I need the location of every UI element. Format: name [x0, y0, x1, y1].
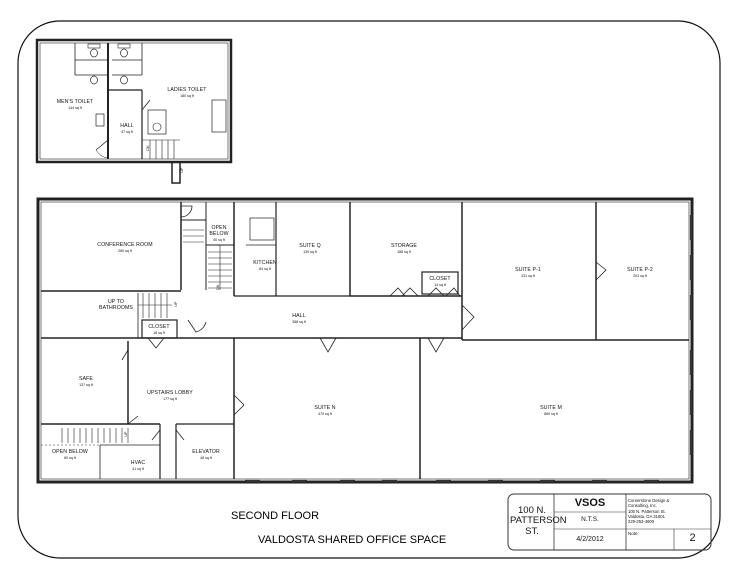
stair-mark: UP [179, 167, 184, 173]
room-name: UPSTAIRS LOBBY [147, 390, 193, 396]
tb-scale: N.T.S. [581, 516, 599, 523]
room-area: 41 sq ft [132, 466, 144, 471]
tb-note-label: Note: [628, 531, 639, 536]
stair-mark: DN [145, 145, 150, 151]
room-name: CLOSET [148, 324, 170, 330]
room-area: 177 sq ft [163, 396, 177, 401]
room-area: 18 sq ft [153, 330, 165, 335]
room-name: SUITE N [314, 405, 336, 411]
room-name: STORAGE [391, 243, 417, 249]
restroom-block [35, 38, 233, 184]
room-area: 180 sq ft [180, 93, 194, 98]
room-upstairs-lobby: UPSTAIRS LOBBY 177 sq ft [140, 390, 200, 401]
room-area: 139 sq ft [303, 249, 317, 254]
door-swings [121, 205, 607, 441]
room-hvac: HVAC 41 sq ft [123, 460, 153, 471]
room-elevator: ELEVATOR 48 sq ft [184, 449, 228, 460]
drawing-title: SECOND FLOOR [231, 510, 320, 522]
room-name: OPEN BELOW [52, 449, 88, 455]
tb-firm-line: Consulting, Inc. [628, 503, 657, 509]
room-ladies-toilet: LADIES TOILET 180 sq ft [160, 87, 214, 98]
tb-code: VSOS [574, 497, 606, 509]
tb-date: 4/2/2012 [576, 536, 604, 543]
room-name: SAFE [79, 376, 93, 382]
room-area: 331 sq ft [521, 273, 535, 278]
room-name: HVAC [130, 460, 146, 466]
room-area: 880 sq ft [544, 411, 558, 416]
room-conference: CONFERENCE ROOM 280 sq ft [90, 242, 160, 253]
room-suite-p1: SUITE P-1 331 sq ft [508, 267, 548, 278]
room-up-to-bathrooms: UP TO BATHROOMS [95, 299, 137, 312]
sheet-border [17, 20, 721, 559]
room-area: 40 sq ft [213, 237, 225, 242]
room-area: 388 sq ft [292, 319, 306, 324]
room-area: 84 sq ft [259, 266, 271, 271]
room-area: 14 sq ft [434, 282, 446, 287]
room-suite-p2: SUITE P-2 203 sq ft [620, 267, 660, 278]
room-suite-q: SUITE Q 139 sq ft [290, 243, 330, 254]
room-name: SUITE P-1 [515, 267, 541, 273]
room-name: SUITE P-2 [627, 267, 653, 273]
room-name: ELEVATOR [192, 449, 220, 455]
room-name: SUITE Q [299, 243, 321, 249]
room-area: 188 sq ft [397, 249, 411, 254]
room-area: 144 sq ft [68, 105, 82, 110]
room-area: 48 sq ft [200, 455, 212, 460]
room-name: KITCHEN [253, 260, 277, 266]
tb-address: 100 N. PATTERSON ST. [510, 505, 567, 537]
tb-firm-line: 100 N. Patterson St. [628, 508, 666, 514]
room-name: HALL [292, 313, 306, 319]
tb-firm-line: Valdosta, GA 31601 [628, 513, 665, 519]
room-name: CONFERENCE ROOM [97, 242, 153, 248]
tb-sheet-number: 2 [689, 532, 696, 544]
stair-mark: UP [173, 301, 178, 307]
room-storage: STORAGE 188 sq ft [382, 243, 426, 254]
room-name: OPEN BELOW [209, 225, 229, 237]
room-open-below-bottom: OPEN BELOW 80 sq ft [48, 449, 92, 460]
tb-firm-line: Cornerstone Design & [628, 498, 670, 503]
room-closet-west: CLOSET 18 sq ft [142, 324, 176, 335]
room-mens-toilet: MEN'S TOILET 144 sq ft [50, 99, 100, 110]
room-area: 47 sq ft [121, 129, 133, 134]
room-suite-m: SUITE M 880 sq ft [531, 405, 571, 416]
room-area: 203 sq ft [633, 273, 647, 278]
stairs [61, 229, 232, 443]
room-name: SUITE M [540, 405, 562, 411]
project-title: VALDOSTA SHARED OFFICE SPACE [258, 534, 447, 546]
room-open-below-top: OPEN BELOW 40 sq ft [205, 225, 233, 242]
stair-mark: DN [215, 284, 220, 290]
room-suite-n: SUITE N 470 sq ft [305, 405, 345, 416]
room-kitchen: KITCHEN 84 sq ft [247, 260, 283, 271]
room-hall: HALL 388 sq ft [284, 313, 314, 324]
title-block-frame [507, 493, 712, 551]
room-area: 470 sq ft [318, 411, 332, 416]
window-marks [245, 215, 693, 483]
room-name: HALL [120, 123, 134, 129]
tb-firm: Cornerstone Design & Consulting, Inc. 10… [628, 498, 710, 524]
room-area: 80 sq ft [64, 455, 76, 460]
room-name: MEN'S TOILET [56, 99, 94, 105]
room-name: LADIES TOILET [167, 87, 207, 93]
room-closet-storage: CLOSET 14 sq ft [424, 276, 456, 287]
room-name: UP TO BATHROOMS [99, 299, 133, 311]
room-area: 280 sq ft [118, 248, 132, 253]
room-upper-hall: HALL 47 sq ft [114, 123, 140, 134]
tb-firm-line: 229-253-4600 [628, 519, 655, 524]
main-floor-walls [36, 197, 694, 484]
room-area: 137 sq ft [79, 382, 93, 387]
room-safe: SAFE 137 sq ft [66, 376, 106, 387]
stair-mark: UP [123, 431, 128, 437]
room-name: CLOSET [429, 276, 451, 282]
